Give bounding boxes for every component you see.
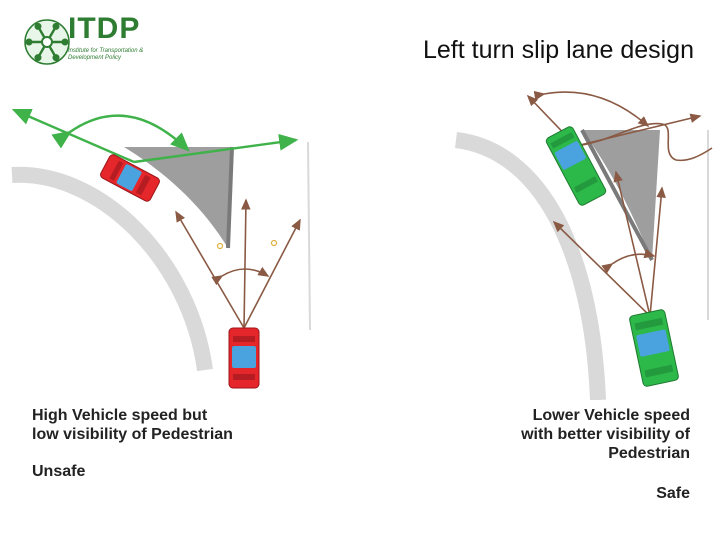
unsafe-caption-line: High Vehicle speed but [32, 407, 208, 424]
right-curb [454, 132, 606, 400]
left-traffic-island [124, 147, 232, 248]
left-side-line [307, 141, 311, 331]
unsafe-caption: High Vehicle speed but low visibility of… [32, 406, 292, 444]
unsafe-verdict: Unsafe [32, 463, 86, 480]
right-turning-car [545, 126, 607, 206]
left-turning-car [100, 154, 160, 202]
slide-title: Left turn slip lane design [422, 36, 694, 64]
left-sight-lines [175, 198, 301, 329]
left-pedestrian-marker [270, 239, 278, 247]
left-pedestrian-marker [216, 242, 224, 250]
left-traffic-arrows [11, 108, 299, 164]
slip-lane-diagram [11, 90, 713, 400]
itdp-logo-icon [24, 19, 70, 65]
safe-caption: Lower Vehicle speed with better visibili… [460, 406, 690, 463]
right-traffic-island [582, 130, 660, 260]
left-curb [11, 166, 213, 372]
safe-caption-line: with better visibility of [521, 426, 690, 443]
logo-subtitle: Institute for Transportation & Developme… [68, 48, 144, 61]
safe-caption-line: Lower Vehicle speed [532, 407, 690, 424]
right-straight-car [629, 309, 679, 387]
logo-wordmark: ITDP [68, 12, 141, 45]
right-sight-lines [526, 90, 713, 317]
safe-caption-line: Pedestrian [608, 445, 690, 462]
safe-verdict: Safe [656, 485, 690, 502]
left-island-edge [226, 146, 234, 249]
right-island-edge [580, 129, 654, 261]
safe-design [454, 90, 713, 400]
unsafe-design [11, 108, 311, 389]
left-straight-car [228, 327, 260, 389]
unsafe-caption-line: low visibility of Pedestrian [32, 426, 233, 443]
